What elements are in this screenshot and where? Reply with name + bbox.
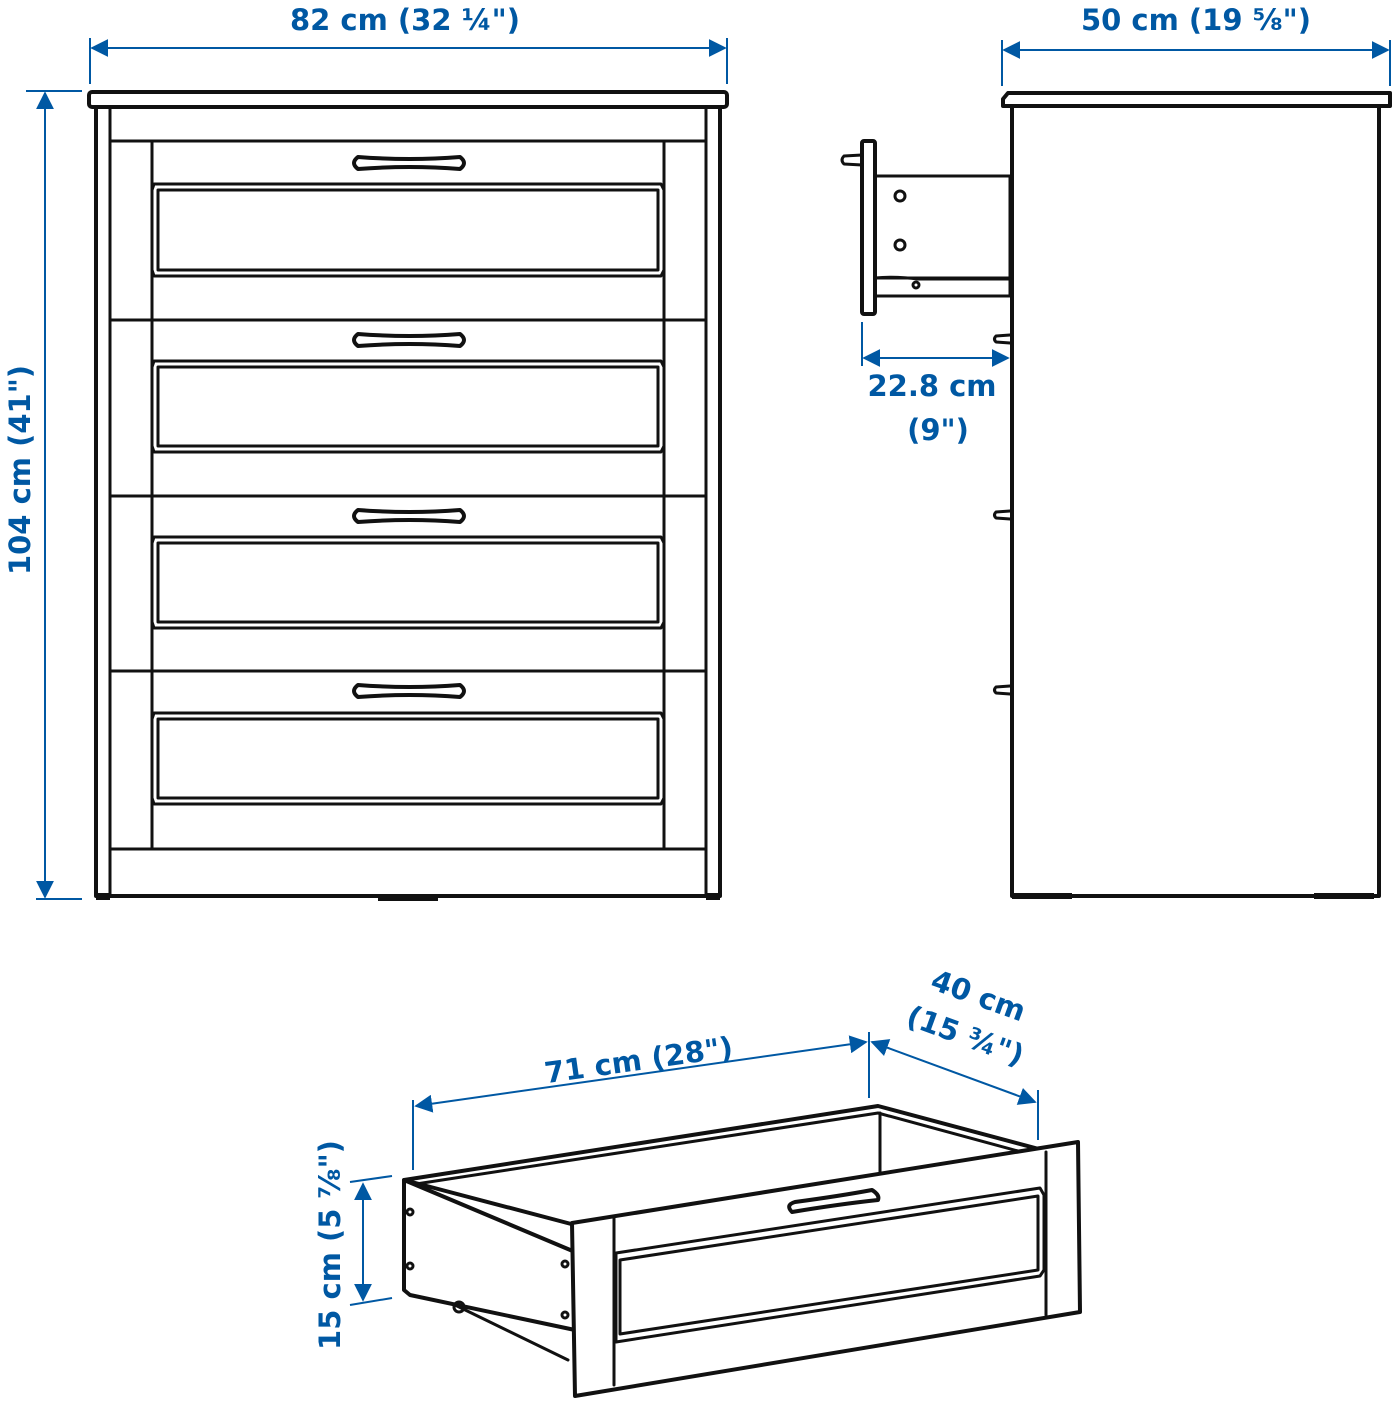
drawer-handle [352, 508, 466, 524]
chest-top [87, 90, 729, 109]
depth-dimension: 50 cm (19 ⅝") [1001, 3, 1391, 86]
drawer-handle [352, 683, 466, 699]
side-body [1010, 104, 1381, 898]
side-view-chest: 50 cm (19 ⅝") 22.8 cm (9") [840, 3, 1392, 899]
drawer-height-dimension: 15 cm (5 ⅞") [313, 1140, 393, 1350]
width-label: 82 cm (32 ¼") [290, 3, 520, 37]
chest-carcass [94, 105, 722, 898]
extension-dimension: 22.8 cm (9") [861, 322, 1010, 447]
height-label: 104 cm (41") [3, 365, 37, 575]
drawer-handle [787, 1188, 881, 1214]
front-drawer-3 [108, 494, 708, 673]
drawer-handle [352, 155, 466, 171]
depth-label: 50 cm (19 ⅝") [1081, 3, 1311, 37]
width-dimension: 82 cm (32 ¼") [89, 3, 728, 84]
extension-label-in: (9") [907, 413, 969, 447]
drawer-width-label: 71 cm (28") [542, 1030, 735, 1090]
drawer-handle [352, 332, 466, 348]
front-drawer-1 [108, 139, 708, 322]
extended-drawer [840, 139, 1012, 316]
drawer-isometric-view: 71 cm (28") 40 cm (15 ¾") 15 cm (5 ⅞") [313, 963, 1082, 1398]
front-drawer-2 [108, 318, 708, 498]
height-dimension: 104 cm (41") [3, 90, 82, 900]
drawer-depth-dimension: 40 cm (15 ¾") [870, 963, 1039, 1140]
extension-label-cm: 22.8 cm [867, 369, 996, 403]
drawer-height-label: 15 cm (5 ⅞") [313, 1140, 347, 1350]
center-foot [378, 895, 438, 901]
drawer-front [570, 1140, 1082, 1398]
drawer-runner [453, 1303, 570, 1362]
front-view-chest: 82 cm (32 ¼") 104 cm (41") [3, 3, 729, 901]
front-drawer-4 [150, 669, 666, 851]
